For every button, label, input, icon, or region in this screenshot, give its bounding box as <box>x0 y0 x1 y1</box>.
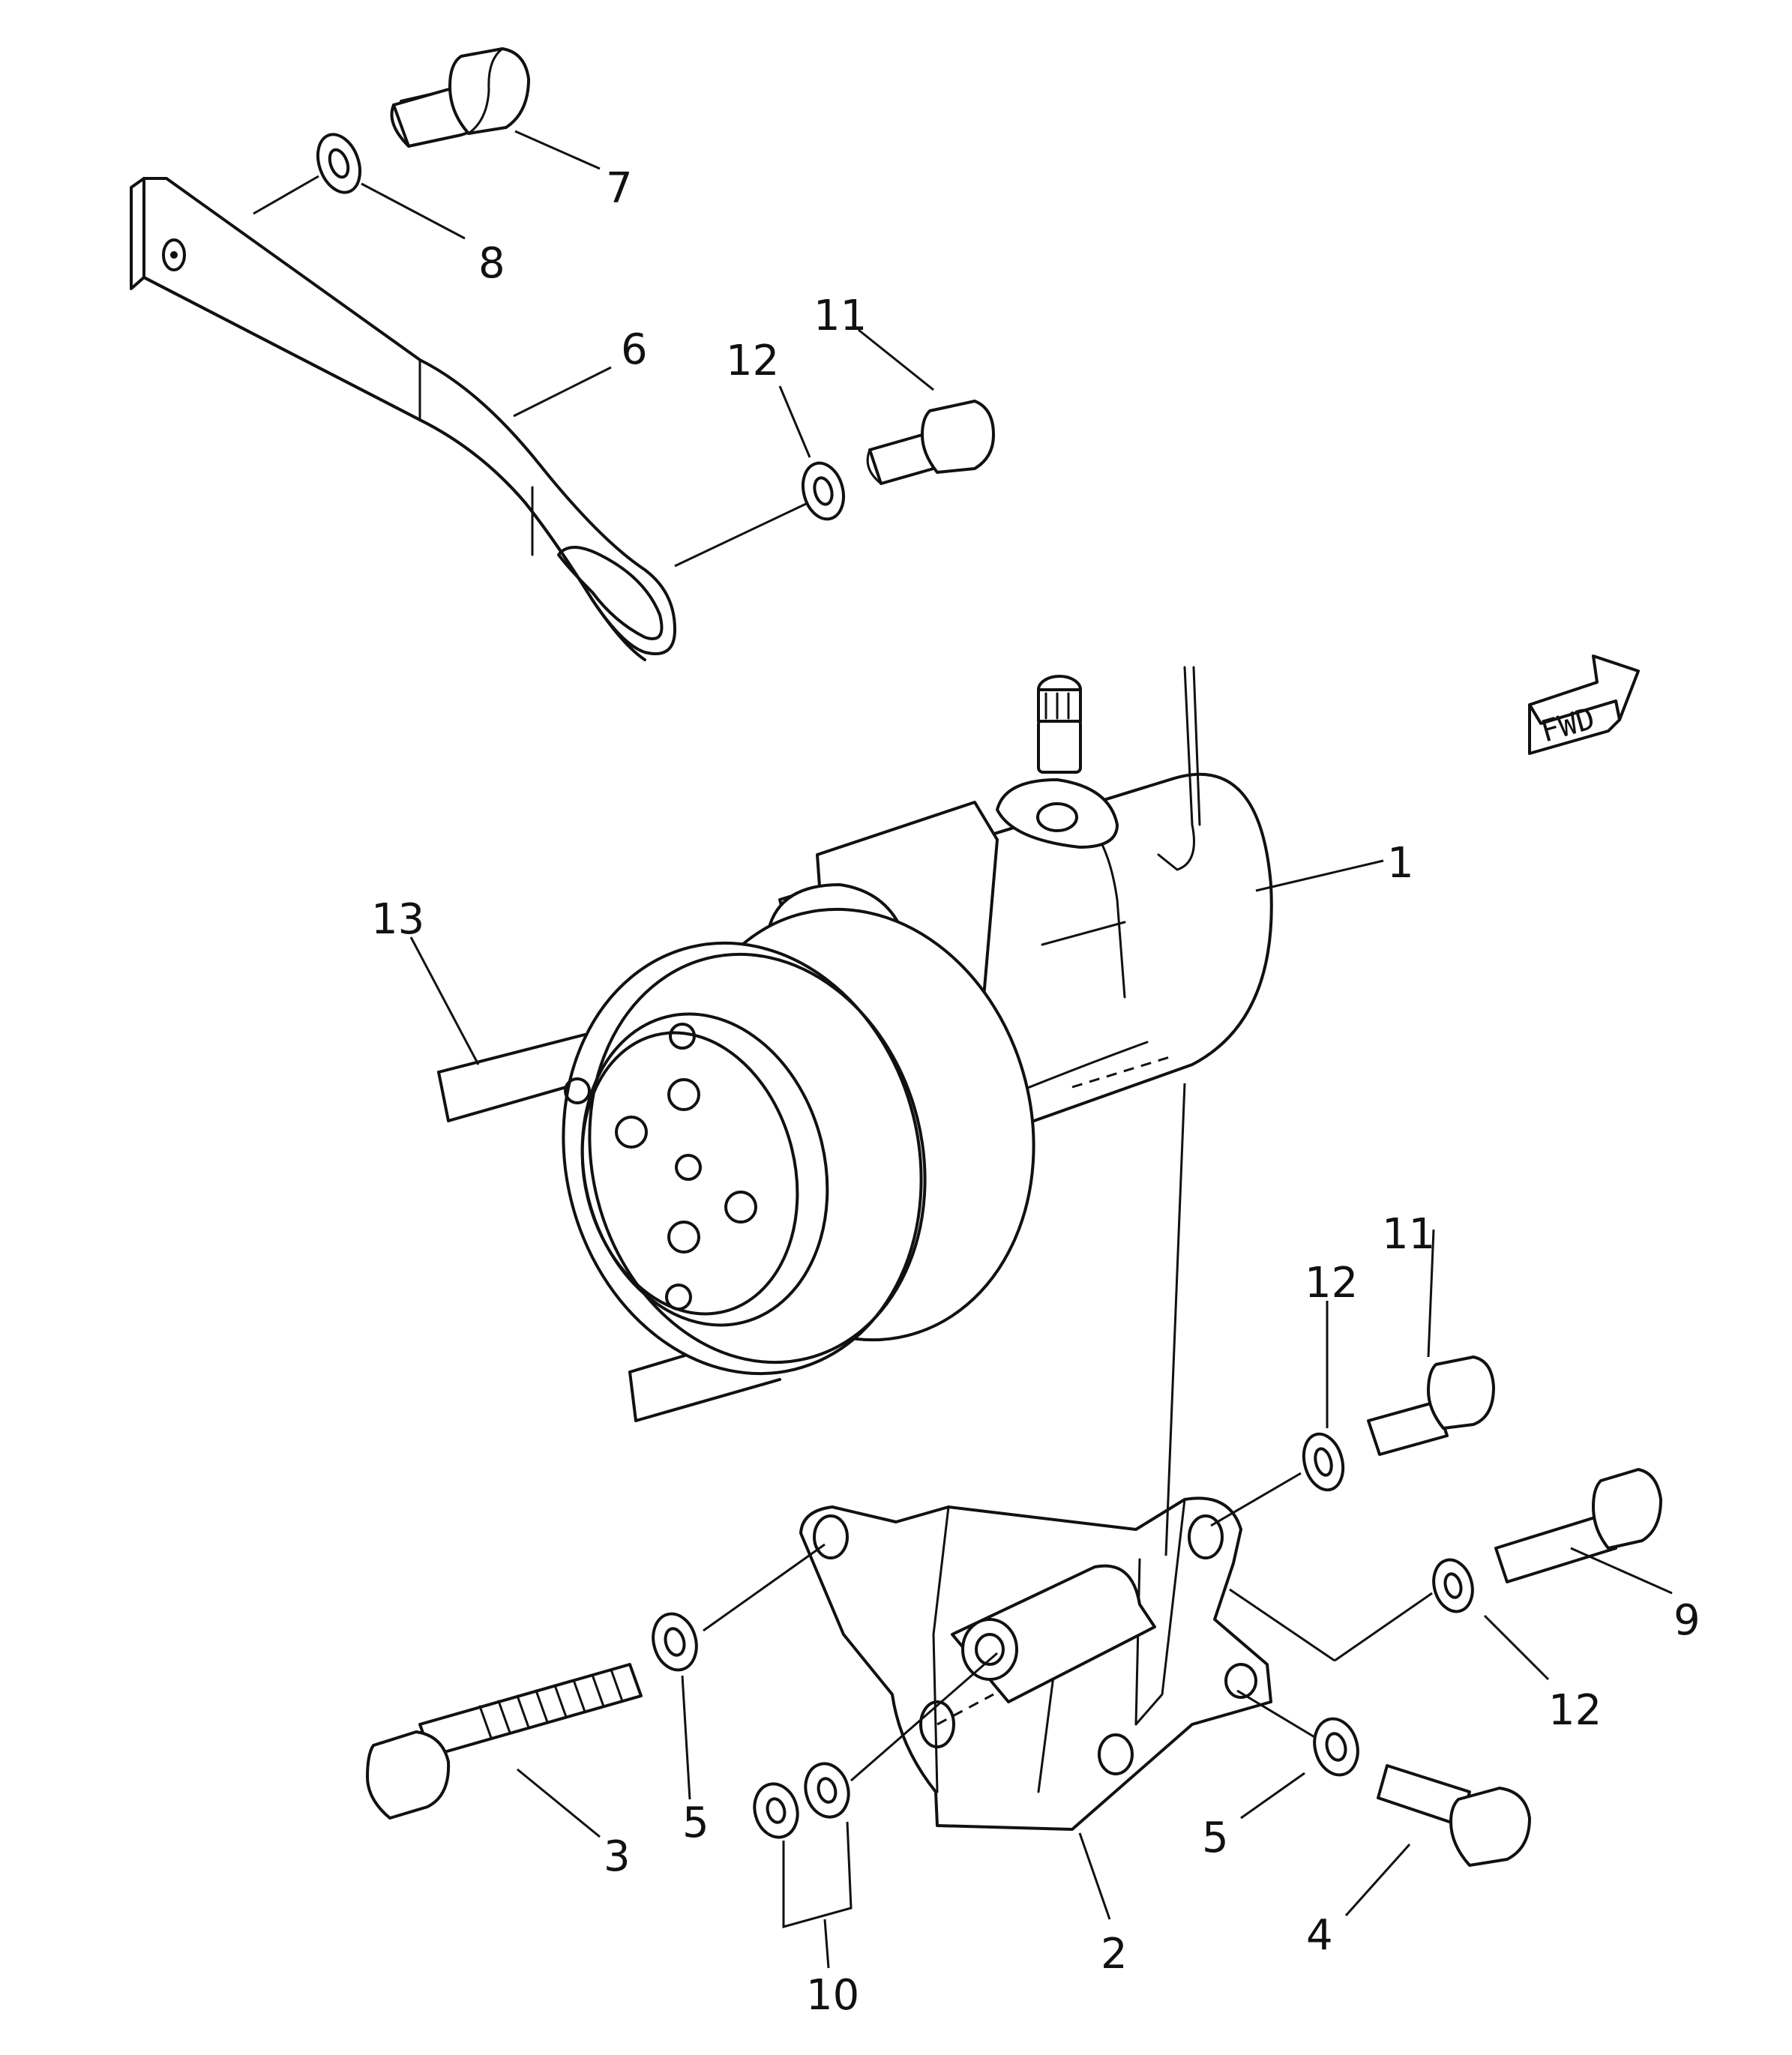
washer-8 <box>316 133 362 194</box>
callout-3: 3 <box>604 1832 631 1881</box>
callout-8: 8 <box>478 239 505 288</box>
callout-9: 9 <box>1674 1596 1701 1645</box>
long-bolt-3 <box>366 1663 643 1820</box>
leader-lines <box>361 130 1673 1969</box>
callout-12a: 12 <box>726 337 779 385</box>
callout-7: 7 <box>606 164 633 213</box>
callout-numbers: 1 2 3 4 5 5 6 7 8 9 10 11 11 12 12 12 13 <box>371 164 1701 2020</box>
bolt-lower-11 <box>1367 1356 1495 1456</box>
callout-1: 1 <box>1387 839 1414 888</box>
mounting-bracket <box>799 1496 1272 1831</box>
bolt-9 <box>1494 1468 1662 1583</box>
callout-11b: 11 <box>1382 1210 1435 1259</box>
long-bolt-thread <box>478 1668 624 1739</box>
washer-upper-12 <box>802 461 845 521</box>
callout-13: 13 <box>371 895 424 944</box>
washer-12-lower-a <box>1302 1432 1345 1492</box>
washer-5-left <box>652 1612 698 1672</box>
bolt-upper-11 <box>866 400 995 485</box>
fwd-direction-marker: FWD <box>1528 655 1640 755</box>
bolt-4 <box>1377 1764 1531 1867</box>
callout-11a: 11 <box>814 292 867 340</box>
callout-12c: 12 <box>1548 1686 1602 1735</box>
callout-6: 6 <box>621 325 648 374</box>
callout-4: 4 <box>1306 1911 1333 1960</box>
compressor <box>562 666 1273 1376</box>
callout-10: 10 <box>806 1971 859 2020</box>
alignment-lines <box>253 175 1433 1782</box>
adjusting-bracket <box>130 177 676 661</box>
callout-5b: 5 <box>1202 1814 1229 1862</box>
callout-2: 2 <box>1101 1930 1128 1979</box>
washer-10-b <box>804 1762 850 1819</box>
bolt-top <box>390 47 530 148</box>
washer-12-lower-b <box>1432 1558 1474 1613</box>
callout-12b: 12 <box>1305 1259 1358 1308</box>
washer-5-right <box>1313 1717 1359 1777</box>
callout-5a: 5 <box>682 1799 709 1847</box>
washer-10-a <box>753 1782 799 1839</box>
